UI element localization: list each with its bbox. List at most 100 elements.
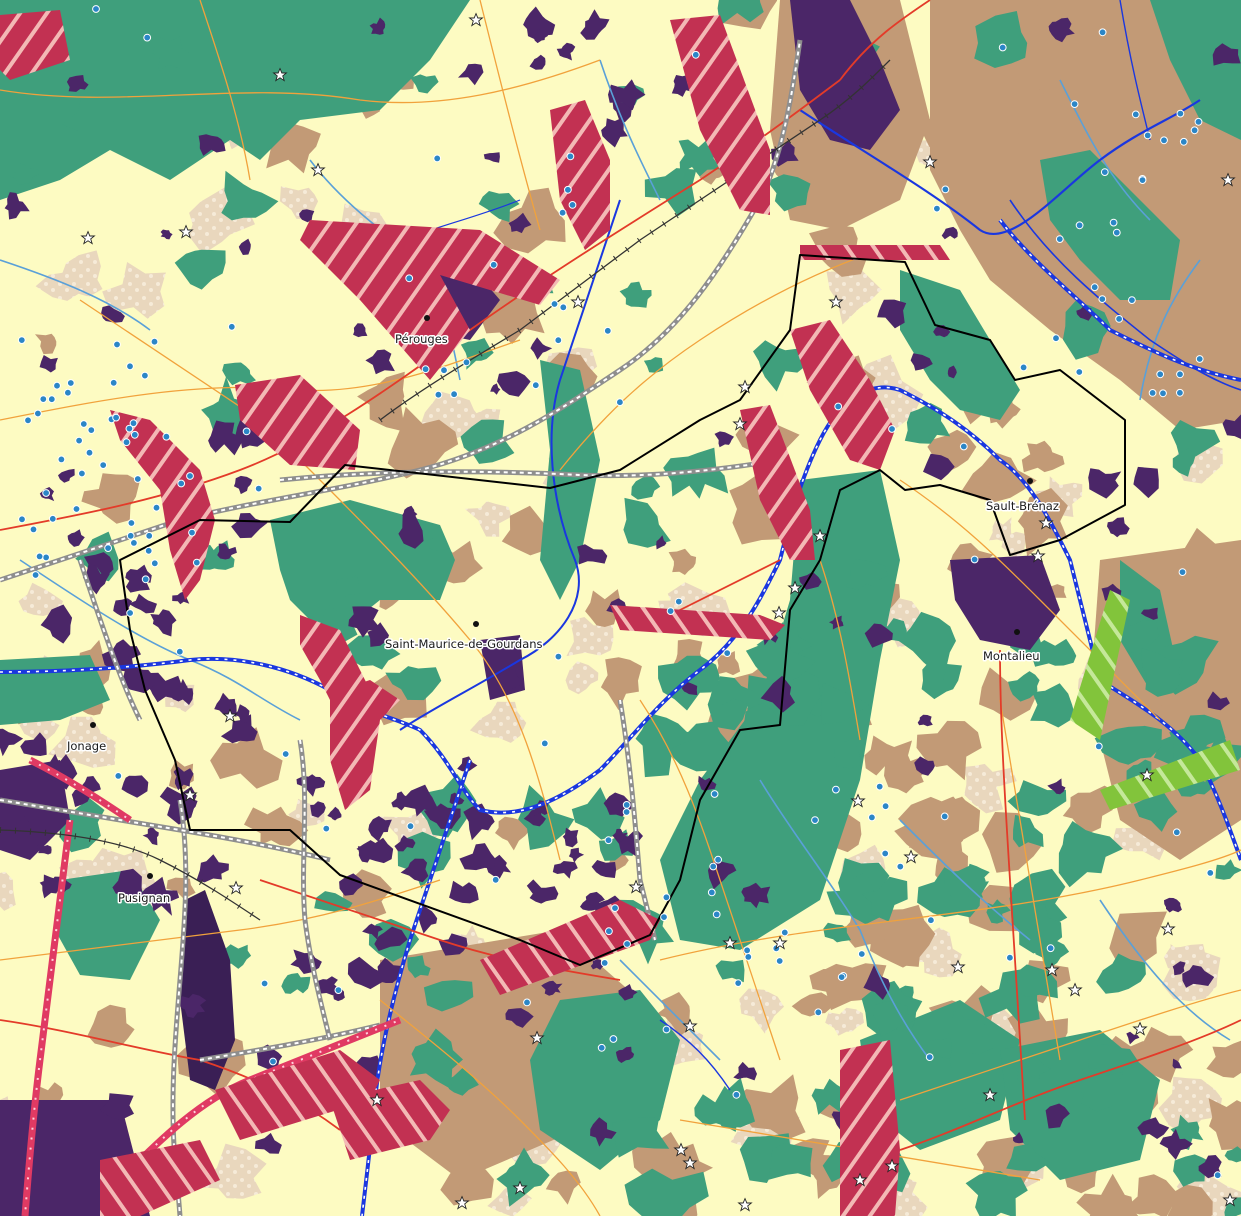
urban-patch <box>615 1046 635 1063</box>
urban-patch <box>483 152 500 163</box>
river-rhone-north <box>799 99 1201 236</box>
wetland-point-icon <box>710 790 719 798</box>
wetland-point-icon <box>559 303 568 312</box>
red-corridor <box>790 320 895 470</box>
secondary-road <box>199 0 251 181</box>
wetland-point-icon <box>1195 355 1204 363</box>
wetland-point-icon <box>868 813 876 822</box>
rail-corridor-dots <box>119 1019 401 1181</box>
red-corridor <box>100 1140 220 1216</box>
forest-patch <box>826 871 881 925</box>
mixed-patch <box>826 269 882 325</box>
forest-patch <box>739 1133 792 1183</box>
stream-line <box>1099 899 1231 1041</box>
secondary-road <box>819 559 861 741</box>
urban-patch <box>863 965 891 1000</box>
stream-line <box>1059 79 1151 221</box>
grassland-patch <box>210 727 283 789</box>
wetland-point-icon <box>17 336 26 345</box>
town-saint-maurice-de-gourdans[interactable]: Saint-Maurice-de-Gourdans <box>384 621 544 653</box>
forest-patch <box>1096 953 1146 994</box>
forest-patch <box>1008 671 1040 702</box>
wetland-point-icon <box>57 455 66 464</box>
forest-patch <box>974 11 1028 68</box>
urban-patch <box>4 192 30 220</box>
wetland-point-icon <box>126 531 135 540</box>
wetland-point-icon <box>48 514 57 523</box>
grassland-patch <box>1167 1184 1213 1216</box>
urban-patch <box>656 535 667 550</box>
urban-patch <box>526 879 559 904</box>
forest-patch <box>407 955 431 979</box>
wetland-point-icon <box>660 913 668 921</box>
wetland-point-icon <box>709 862 718 871</box>
river-branch <box>1009 199 1241 391</box>
wetland-point-icon <box>622 801 631 809</box>
wetland-point-icon <box>1098 295 1107 304</box>
grassland-patch <box>961 451 1037 503</box>
wetland-point-icon <box>1178 568 1187 576</box>
stream-line <box>1139 259 1201 401</box>
wetland-point-icon <box>150 337 159 346</box>
forest-patch <box>423 980 474 1012</box>
wetland-point-icon <box>129 419 138 428</box>
grassland-patch <box>35 333 57 355</box>
wetland-point-icon <box>42 489 50 497</box>
red-corridor <box>550 100 610 250</box>
wetland-point-icon <box>1131 110 1140 119</box>
blue-corridor-dash <box>361 759 471 1216</box>
town-montalieu[interactable]: Montalieu <box>982 629 1041 665</box>
wetland-point-icon <box>814 1008 823 1017</box>
primary-road <box>839 0 931 81</box>
wetland-point-icon <box>1156 370 1165 379</box>
secondary-road <box>299 459 561 861</box>
urban-patch <box>681 682 698 696</box>
wetland-point-icon <box>1019 363 1028 372</box>
wetland-point-icon <box>1159 389 1167 398</box>
urban-patch <box>160 229 173 240</box>
wetland-point-icon <box>113 340 121 349</box>
urban-patch <box>552 861 578 879</box>
wetland-point-icon <box>1206 869 1215 877</box>
red-corridor <box>215 1050 380 1140</box>
urban-patch <box>20 732 47 756</box>
wetland-point-icon <box>941 185 950 194</box>
wetland-point-icon <box>1138 176 1147 185</box>
town-pusignan[interactable]: Pusignan <box>117 873 172 907</box>
urban-patch <box>1140 607 1158 620</box>
urban-patch <box>400 858 429 883</box>
stream-line <box>19 559 301 721</box>
urban-patch <box>198 134 226 156</box>
forest-patch <box>741 703 779 732</box>
wetland-point-icon <box>130 430 139 439</box>
urban-patch <box>585 891 605 908</box>
wetland-point-icon <box>126 609 135 617</box>
urban-patch <box>40 604 73 644</box>
forest-patch <box>940 1010 993 1071</box>
urban-patch <box>299 209 315 223</box>
rail-corridor <box>21 819 74 1216</box>
wetland-point-icon <box>127 519 136 527</box>
wetland-point-icon <box>260 979 269 988</box>
urban-patch <box>1159 1128 1193 1160</box>
railway-line <box>0 829 261 921</box>
wetland-points-layer <box>17 5 1222 1180</box>
wetland-point-icon <box>744 953 753 961</box>
forest-patch <box>222 362 256 386</box>
urban-patch <box>217 543 237 560</box>
urban-patch <box>505 1008 534 1028</box>
wetland-point-icon <box>130 539 138 547</box>
grassland-patch <box>493 187 566 254</box>
town-jonage[interactable]: Jonage <box>65 722 108 755</box>
forest-patch <box>834 740 862 769</box>
forest-patch <box>1094 725 1162 765</box>
town-perouges[interactable]: Pérouges <box>394 315 449 348</box>
town-sault-brenaz[interactable]: Sault-Brénaz <box>985 478 1060 515</box>
wetland-point-icon <box>707 888 716 897</box>
wetland-point-icon <box>712 910 721 919</box>
forest-patch <box>496 1147 550 1207</box>
urban-patch <box>508 212 532 234</box>
wetland-point-icon <box>92 5 100 13</box>
